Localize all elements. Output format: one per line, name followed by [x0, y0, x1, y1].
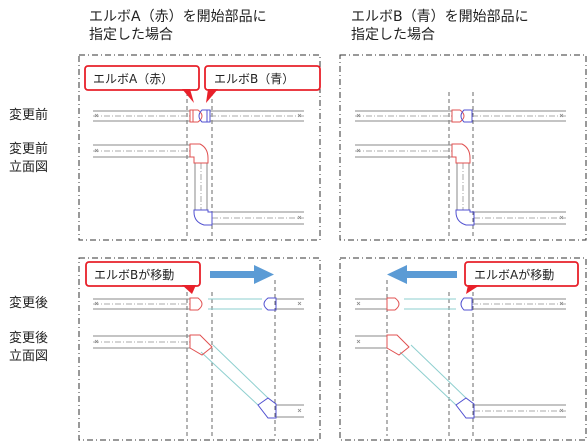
panel-left-after — [78, 257, 321, 441]
pipes-top-right — [355, 110, 566, 225]
elbow-red-elev-after-right — [386, 334, 410, 356]
right-column-title-1: エルボB（青）を開始部品に — [351, 9, 529, 25]
arrow-right-icon — [210, 265, 274, 284]
row-label-after-elev-1: 変更後 — [9, 331, 49, 346]
elbow-blue-elev-after-right — [455, 397, 475, 419]
elbow-blue-plan-after — [263, 297, 277, 311]
svg-text:エルボA（赤）: エルボA（赤） — [93, 72, 173, 86]
pipes-top-left — [93, 110, 304, 225]
left-column-title-2: 指定した場合 — [89, 27, 173, 43]
svg-text:エルボBが移動: エルボBが移動 — [94, 267, 174, 282]
elbow-red-plan-right — [451, 109, 465, 123]
moved-pipe-bottom-left — [200, 298, 269, 406]
panel-right-before — [339, 54, 587, 241]
row-label-after: 変更後 — [9, 296, 49, 311]
arrow-left-icon — [387, 265, 457, 284]
elbow-red-elev — [189, 143, 209, 164]
panel-right-after — [339, 257, 587, 441]
row-label-after-elev-2: 立面図 — [9, 349, 49, 364]
end-marks — [94, 113, 564, 413]
left-column-title-1: エルボA（赤）を開始部品に — [89, 9, 267, 25]
elbow-blue-plan-right — [460, 109, 473, 123]
panel-left-before — [78, 54, 321, 241]
svg-text:エルボB（青）: エルボB（青） — [214, 72, 294, 86]
elbow-red-plan-after — [189, 297, 203, 311]
row-label-before: 変更前 — [9, 108, 49, 123]
elbow-blue-elev-right — [455, 209, 475, 226]
elbow-red-elev-after — [189, 334, 213, 356]
elbow-blue-plan — [198, 109, 211, 123]
callout-elbow-b: エルボB（青） — [204, 65, 321, 103]
callout-elbow-a: エルボA（赤） — [84, 65, 200, 103]
callout-a-moved: エルボAが移動 — [464, 261, 579, 294]
elbow-blue-elev-after — [257, 397, 277, 419]
row-label-before-elev-1: 変更前 — [9, 142, 49, 157]
pipes-bottom-right — [355, 298, 566, 418]
elbow-blue-plan-after-right — [460, 297, 473, 311]
row-label-before-elev-2: 立面図 — [9, 160, 49, 175]
moved-pipe-bottom-right — [399, 298, 467, 406]
elbow-red-elev-right — [451, 143, 471, 164]
elbow-blue-elev — [193, 209, 213, 226]
elbow-red-plan-after-right — [386, 297, 400, 311]
callout-b-moved: エルボBが移動 — [85, 261, 201, 294]
svg-text:エルボAが移動: エルボAが移動 — [474, 267, 554, 282]
elbow-red-plan — [189, 109, 203, 123]
right-column-title-2: 指定した場合 — [351, 27, 435, 43]
pipes-bottom-left — [93, 298, 304, 418]
